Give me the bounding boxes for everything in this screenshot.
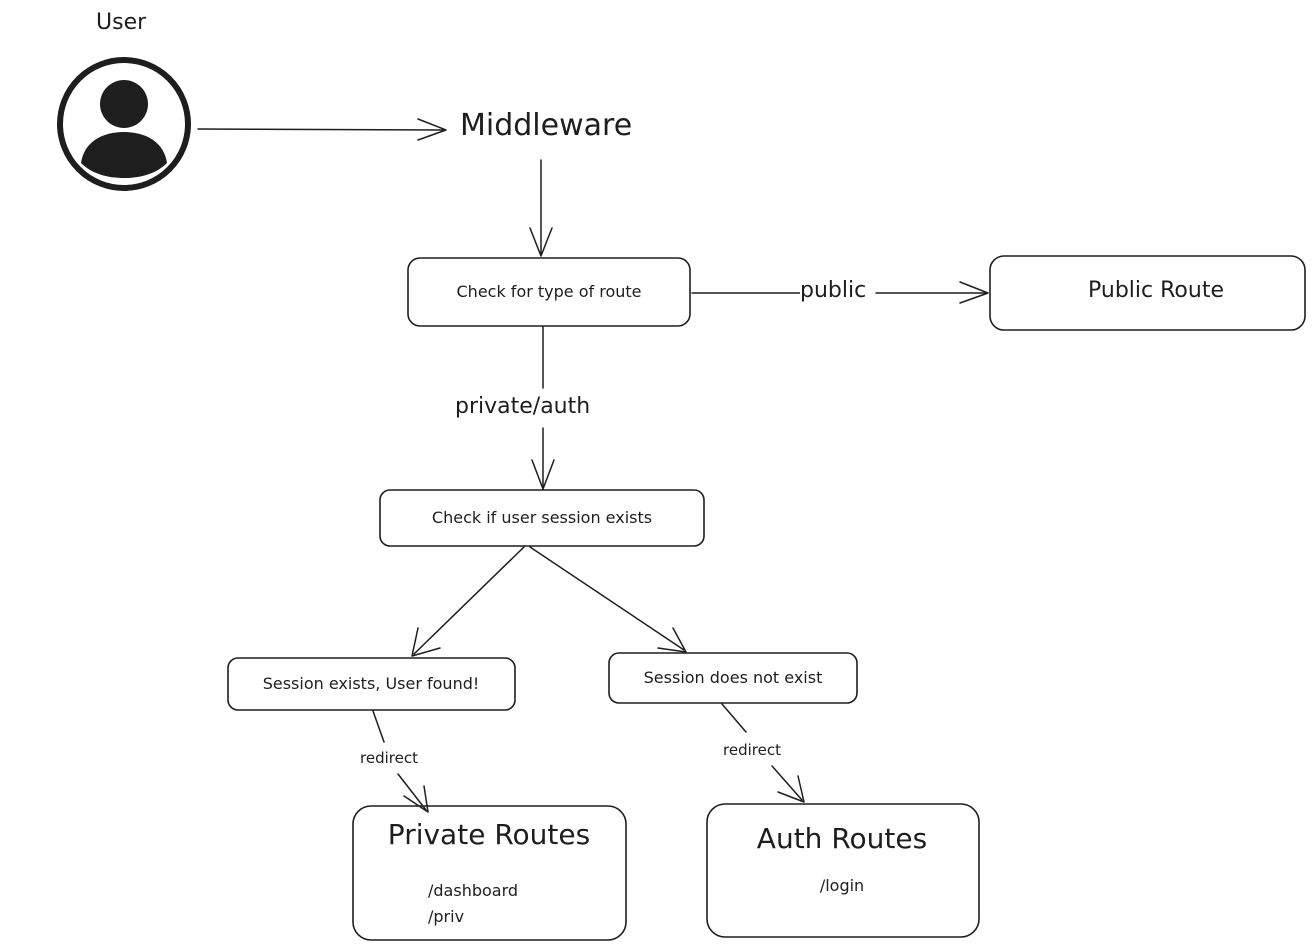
session-missing-box <box>608 652 858 704</box>
route-check-node: Check for type of route <box>456 282 642 301</box>
private-route-path: /priv <box>428 907 465 926</box>
edge-redirect-private <box>372 710 429 813</box>
auth-routes-box <box>706 803 980 938</box>
private-route-path: /dashboard <box>428 881 519 900</box>
edge-label-redirect-private: redirect <box>360 749 418 767</box>
auth-route-path: /login <box>819 876 865 895</box>
user-label: User <box>96 10 147 35</box>
session-missing-node: Session does not exist <box>643 668 823 687</box>
edge-label-private-auth: private/auth <box>455 394 591 419</box>
auth-routes-title: Auth Routes <box>756 822 928 855</box>
edge-label-public: public <box>800 278 867 303</box>
session-check-node: Check if user session exists <box>431 508 653 527</box>
edge-label-redirect-auth: redirect <box>723 741 781 759</box>
session-check-box <box>379 489 705 547</box>
middleware-node: Middleware <box>460 108 633 143</box>
session-found-node: Session exists, User found! <box>262 674 480 693</box>
public-route-node: Public Route <box>1088 278 1224 303</box>
edge-public <box>691 281 989 304</box>
edge-to-session-found <box>411 546 525 657</box>
user-icon <box>57 57 191 191</box>
edge-private-auth <box>531 326 555 490</box>
edge-to-session-missing <box>529 546 687 653</box>
route-check-box <box>407 257 691 327</box>
public-route-box <box>989 255 1306 331</box>
session-found-box <box>227 657 516 711</box>
edge-middleware-to-route-check <box>529 159 553 257</box>
private-routes-title: Private Routes <box>387 818 591 851</box>
edge-user-to-middleware <box>197 118 447 141</box>
private-routes-box <box>352 805 627 941</box>
private-routes-paths: /dashboard /priv <box>428 878 518 930</box>
edge-redirect-auth <box>721 703 805 803</box>
